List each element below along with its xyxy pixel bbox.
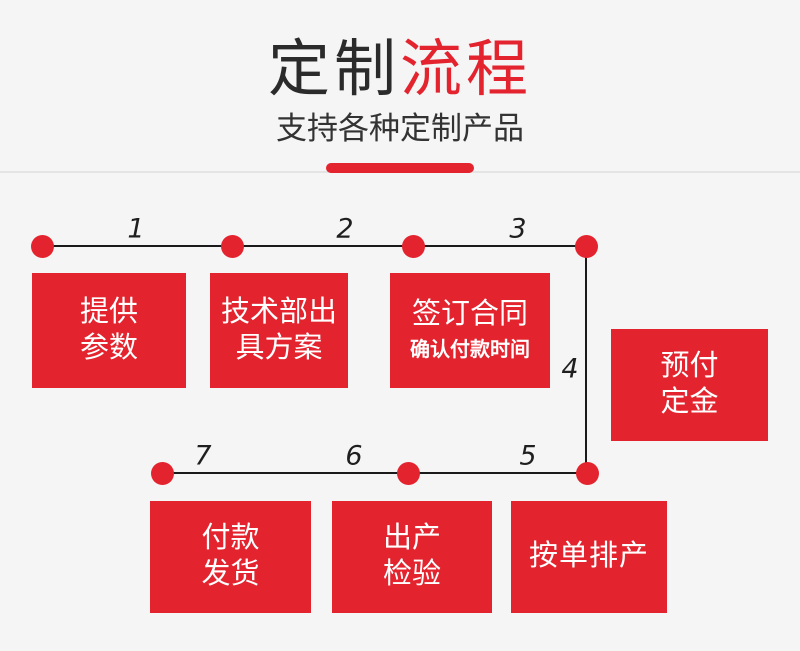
step-label: 付款 [201, 522, 260, 555]
step-box-sign-contract: 签订合同 确认付款时间 [390, 273, 550, 388]
title-underline-bar [326, 163, 474, 173]
step-number-4: 4 [561, 353, 579, 385]
page-subtitle: 支持各种定制产品 [276, 111, 524, 146]
node-dot-4 [575, 235, 598, 258]
connector-line-vertical [585, 245, 587, 474]
step-label: 预付 [660, 350, 719, 383]
connector-line-bottom [162, 472, 587, 474]
step-sublabel: 确认付款时间 [410, 338, 530, 361]
step-label: 提供 [79, 295, 138, 328]
node-dot-1 [31, 235, 54, 258]
step-box-provide-params: 提供 参数 [32, 273, 186, 388]
step-number-7: 7 [194, 440, 212, 472]
node-dot-2 [221, 235, 244, 258]
connector-line-top [42, 245, 586, 247]
node-dot-3 [402, 235, 425, 258]
step-box-production-inspection: 出产 检验 [332, 501, 492, 613]
step-number-5: 5 [519, 440, 537, 472]
step-label: 具方案 [235, 331, 323, 364]
node-dot-7 [151, 462, 174, 485]
step-box-payment-shipping: 付款 发货 [150, 501, 311, 613]
step-number-1: 1 [127, 213, 145, 245]
step-label: 出产 [382, 522, 441, 555]
node-dot-6 [397, 462, 420, 485]
step-label: 参数 [79, 331, 138, 364]
step-label: 技术部出 [220, 295, 337, 328]
step-label: 定金 [660, 386, 719, 418]
page-title: 定制流程 [0, 35, 800, 104]
step-number-6: 6 [345, 440, 363, 472]
step-box-schedule-production: 按单排产 [511, 501, 667, 613]
node-dot-5 [576, 462, 599, 485]
step-box-tech-dept-plan: 技术部出 具方案 [210, 273, 348, 388]
title-red-part: 流程 [400, 35, 533, 104]
step-box-prepay-deposit: 预付 定金 [611, 329, 768, 441]
step-label: 按单排产 [528, 540, 649, 573]
step-label: 签订合同 [411, 298, 528, 331]
title-black-part: 定制 [267, 35, 400, 104]
step-number-3: 3 [509, 213, 527, 245]
step-label: 检验 [382, 558, 441, 590]
step-label: 发货 [201, 558, 260, 590]
step-number-2: 2 [336, 213, 354, 245]
